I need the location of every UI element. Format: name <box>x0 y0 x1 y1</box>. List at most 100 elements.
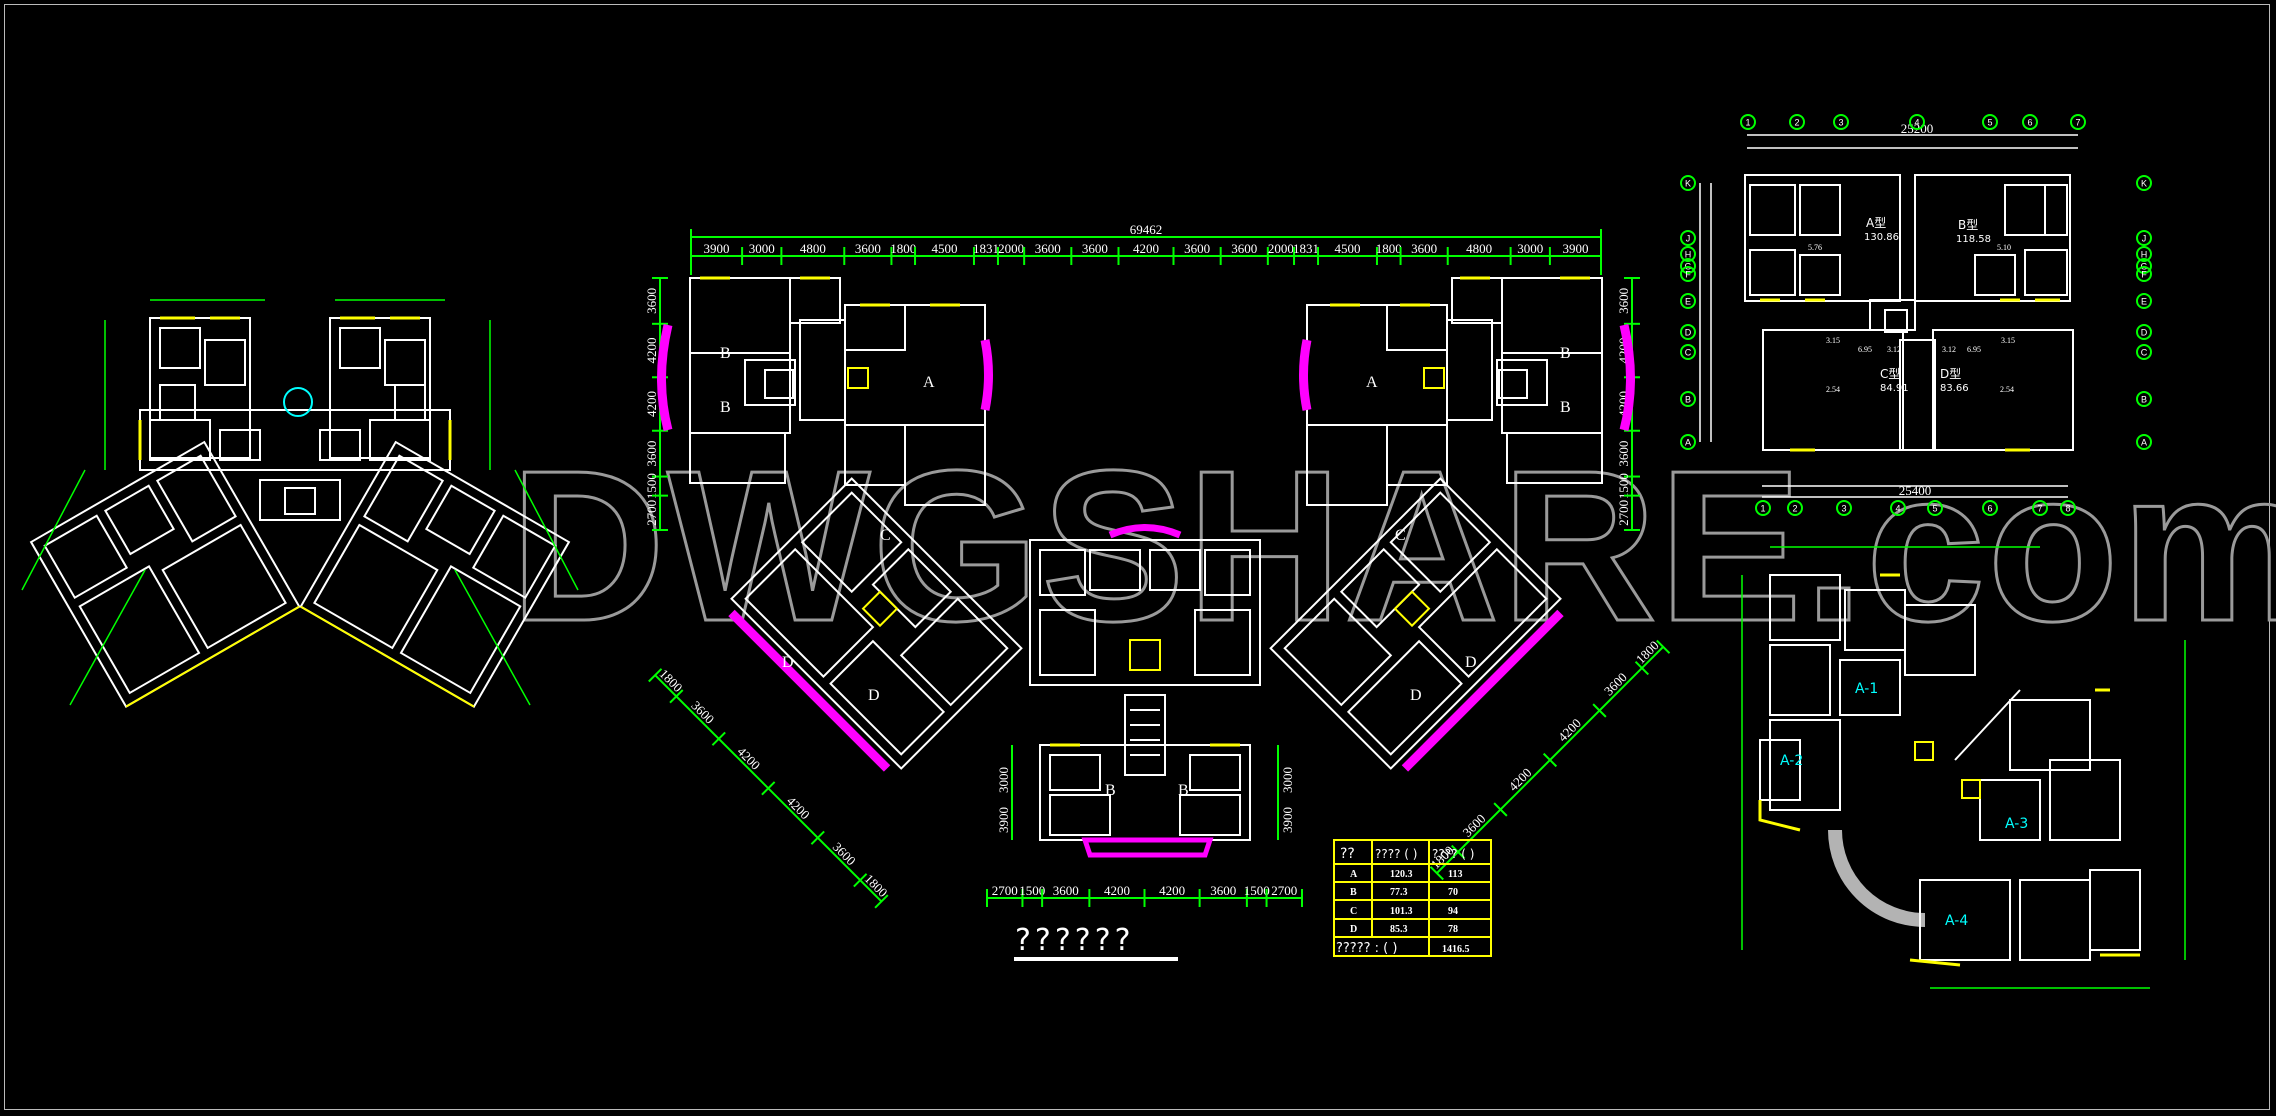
unit-label: C <box>1395 527 1406 544</box>
dimension-label: 3000 <box>996 767 1011 793</box>
left-plan-right-wing <box>299 440 571 708</box>
table-header: ???? ( ) <box>1375 847 1417 861</box>
room-area: 5.10 <box>1997 243 2011 252</box>
axis-label: 7 <box>2075 118 2080 128</box>
unit-label: D <box>782 654 794 671</box>
axis-bubble <box>1789 114 1805 130</box>
unit-label: A-1 <box>1855 681 1878 697</box>
dimension-label: 4500 <box>1335 241 1361 256</box>
dimension-label: 3600 <box>855 241 881 256</box>
unit-label: D <box>868 687 880 704</box>
unit-area-label: 130.86 <box>1864 232 1899 243</box>
left-floor-plan <box>21 299 579 708</box>
axis-label: 5 <box>1987 118 1992 128</box>
table-cell-area: 94 <box>1448 906 1458 917</box>
dimension-label: 3600 <box>1053 883 1079 898</box>
axis-bubble <box>1740 114 1756 130</box>
overall-dimension: 69462 <box>1130 222 1163 237</box>
dimension-label: 4200 <box>1104 883 1130 898</box>
axis-label: 2 <box>1794 118 1799 128</box>
axis-label: K <box>1685 179 1691 189</box>
axis-bubble <box>1909 114 1925 130</box>
dimension-label: 4200 <box>1159 883 1185 898</box>
dimension-label: 4200 <box>644 391 659 417</box>
unit-type-label: A型 <box>1866 216 1886 230</box>
table-cell-area: 70 <box>1448 887 1458 898</box>
unit-label: D <box>1410 687 1422 704</box>
dimension-tick <box>1429 866 1444 881</box>
axis-label: 7 <box>2037 504 2042 514</box>
right-diagonal-wing <box>1269 477 1564 772</box>
left-upper-wing <box>657 277 993 506</box>
center-windows <box>700 276 1590 747</box>
axis-bubble <box>1890 500 1906 516</box>
bottom-side-dimensions <box>1011 745 1279 840</box>
dimension-tick <box>711 731 726 746</box>
dimension-label: 1800 <box>1376 241 1402 256</box>
unit-label: B <box>720 345 731 362</box>
axis-bubble <box>2136 258 2152 274</box>
left-plan-left-wing <box>29 440 301 708</box>
axis-bubble <box>1836 500 1852 516</box>
unit-label: B <box>720 399 731 416</box>
dimension-label: 2000 <box>1268 241 1294 256</box>
dimension-label: 3600 <box>830 839 859 868</box>
dimension-label: 4200 <box>734 744 763 773</box>
dimension-label: 1500 <box>1616 473 1631 499</box>
axis-bubble <box>2136 434 2152 450</box>
dimension-label: 1500 <box>644 473 659 499</box>
axis-label: D <box>1685 328 1692 338</box>
dimension-label: 3900 <box>996 807 1011 833</box>
axis-label: 5 <box>1932 504 1937 514</box>
axis-bubble <box>2136 344 2152 360</box>
table-cell-type: A <box>1350 869 1358 880</box>
dimension-label: 4200 <box>1555 715 1584 744</box>
axis-bubble <box>1787 500 1803 516</box>
dimension-tick <box>669 689 684 704</box>
table-cell-type: D <box>1350 924 1357 935</box>
axis-bubble <box>2136 293 2152 309</box>
dimension-label: 4800 <box>1466 241 1492 256</box>
dimension-label: 3900 <box>1562 241 1588 256</box>
axis-label: A <box>1685 438 1691 448</box>
unit-type-label: B型 <box>1958 218 1978 232</box>
dimension-label: 4500 <box>931 241 957 256</box>
axis-bubble <box>2032 500 2048 516</box>
axis-label: 3 <box>1838 118 1843 128</box>
axis-label: E <box>2141 297 2147 307</box>
drawing-title: ?????? <box>1015 923 1135 958</box>
axis-label: B <box>2141 395 2147 405</box>
dimension-tick <box>874 894 889 909</box>
axis-label: E <box>1685 297 1691 307</box>
unit-label: B <box>1560 399 1571 416</box>
unit-labels: A B B C D D B B A B B C D D <box>720 345 1571 799</box>
axis-label: C <box>1685 348 1692 358</box>
table-cell-area: 120.3 <box>1390 869 1413 880</box>
axis-label: F <box>2141 270 2147 280</box>
dimension-label: 4200 <box>1505 765 1534 794</box>
dimension-label: 2700 <box>992 883 1018 898</box>
dimension-label: 3600 <box>1459 811 1488 840</box>
table-total-label: ????? : ( ) <box>1336 941 1397 956</box>
axis-bubble <box>1680 258 1696 274</box>
unit-label: B <box>1560 345 1571 362</box>
dimension-label: 4200 <box>1133 241 1159 256</box>
axis-label: 4 <box>1914 118 1919 128</box>
axis-bubble <box>2136 175 2152 191</box>
dimension-tick <box>761 781 776 796</box>
dimension-label: 4800 <box>800 241 826 256</box>
dimension-label: 4200 <box>644 338 659 364</box>
dimension-label: 1500 <box>1019 883 1045 898</box>
axis-bubble <box>1680 344 1696 360</box>
unit-label: A <box>1366 374 1378 391</box>
axis-label: 6 <box>1987 504 1992 514</box>
axis-label: A <box>2141 438 2147 448</box>
table-cell-area: 85.3 <box>1390 924 1408 935</box>
bottom-total-dimension: 25400 <box>1899 483 1932 498</box>
axis-label: 1 <box>1760 504 1765 514</box>
axis-label: K <box>2141 179 2147 189</box>
dimension-label: 3600 <box>1082 241 1108 256</box>
dimension-label: 3600 <box>1184 241 1210 256</box>
